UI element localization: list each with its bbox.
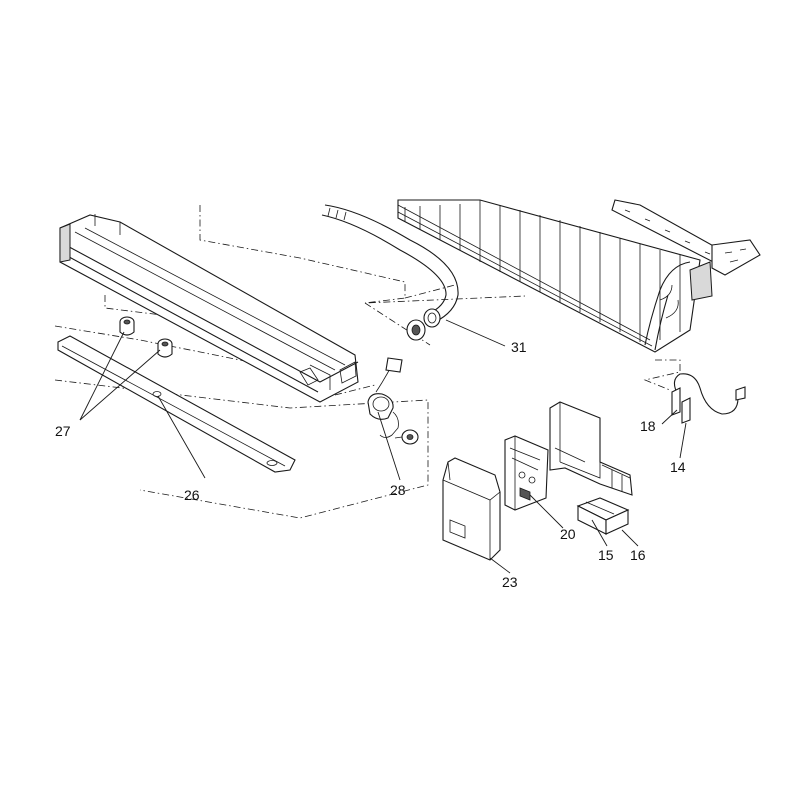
motor-part-28 [367,357,419,445]
heat-exchanger-coil [397,199,761,353]
pcb-part-20 [504,435,549,511]
thermistor-parts-18-14 [671,373,746,424]
label-28: 28 [390,482,406,498]
label-20: 20 [560,526,576,542]
part-labels: 27 26 28 31 18 14 20 23 15 16 [55,339,686,590]
label-16: 16 [630,547,646,563]
mounting-bracket [549,401,633,496]
bushing-part-27 [119,316,173,358]
label-31: 31 [511,339,527,355]
leader-lines [79,319,687,574]
drain-hose-part-31 [321,204,459,341]
label-26: 26 [184,487,200,503]
label-27: 27 [55,423,71,439]
label-18: 18 [640,418,656,434]
label-14: 14 [670,459,686,475]
control-box-part-23 [442,457,501,561]
rail-part-26 [57,335,296,473]
label-15: 15 [598,547,614,563]
label-23: 23 [502,574,518,590]
base-frame [59,214,359,403]
block-parts-15-16 [576,497,630,535]
